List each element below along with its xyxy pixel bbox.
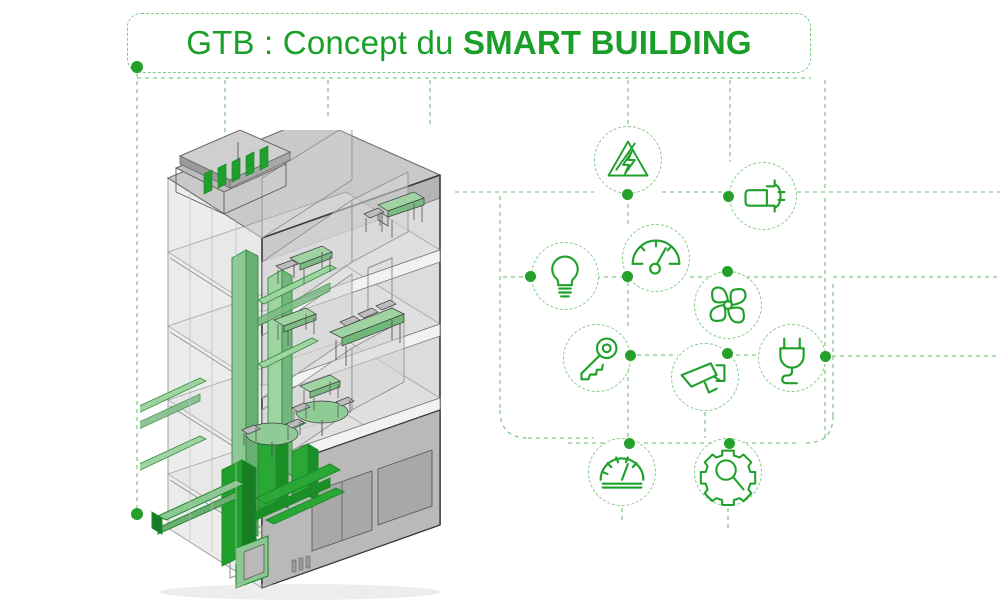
dot-security-camera bbox=[722, 348, 733, 359]
dot-ventilation-fan bbox=[722, 266, 733, 277]
icon-node-light-bulb[interactable] bbox=[531, 242, 599, 310]
electrical-hazard-icon bbox=[607, 140, 649, 177]
power-socket-icon bbox=[744, 179, 786, 213]
icon-node-ventilation-fan[interactable] bbox=[694, 271, 762, 339]
building-bottom-dot bbox=[131, 508, 143, 520]
pressure-gauge-icon bbox=[631, 239, 681, 275]
cluster-left-corner bbox=[499, 409, 529, 439]
dot-access-key bbox=[625, 350, 636, 361]
icon-node-power-socket[interactable] bbox=[729, 162, 797, 230]
icon-node-electrical-hazard[interactable] bbox=[594, 126, 662, 194]
dot-power-plug bbox=[820, 351, 831, 362]
title-light-part: GTB : Concept du bbox=[186, 24, 463, 61]
key-icon bbox=[580, 337, 618, 381]
icon-node-power-plug[interactable] bbox=[758, 324, 826, 392]
gear-magnifier-icon bbox=[699, 449, 757, 507]
dot-energy-meter bbox=[624, 438, 635, 449]
icon-node-energy-meter[interactable] bbox=[588, 438, 656, 506]
title-bold-part: SMART BUILDING bbox=[462, 24, 752, 61]
dot-light-bulb bbox=[525, 271, 536, 282]
page-title: GTB : Concept du SMART BUILDING bbox=[127, 13, 811, 73]
power-plug-icon bbox=[779, 337, 805, 385]
dot-pressure-gauge bbox=[622, 271, 633, 282]
fan-icon bbox=[709, 286, 747, 324]
dot-maintenance bbox=[724, 438, 735, 449]
title-dashed-frame bbox=[127, 13, 811, 73]
light-bulb-icon bbox=[551, 255, 579, 298]
dot-electrical-hazard bbox=[622, 189, 633, 200]
icon-node-maintenance[interactable] bbox=[694, 438, 762, 507]
icon-node-access-key[interactable] bbox=[563, 324, 631, 392]
title-left-dot bbox=[131, 61, 143, 73]
dot-power-socket bbox=[723, 191, 734, 202]
cctv-camera-icon bbox=[680, 362, 726, 394]
cluster-right-corner bbox=[805, 415, 834, 444]
speedometer-icon bbox=[599, 456, 645, 489]
icon-node-pressure-gauge[interactable] bbox=[622, 224, 690, 292]
